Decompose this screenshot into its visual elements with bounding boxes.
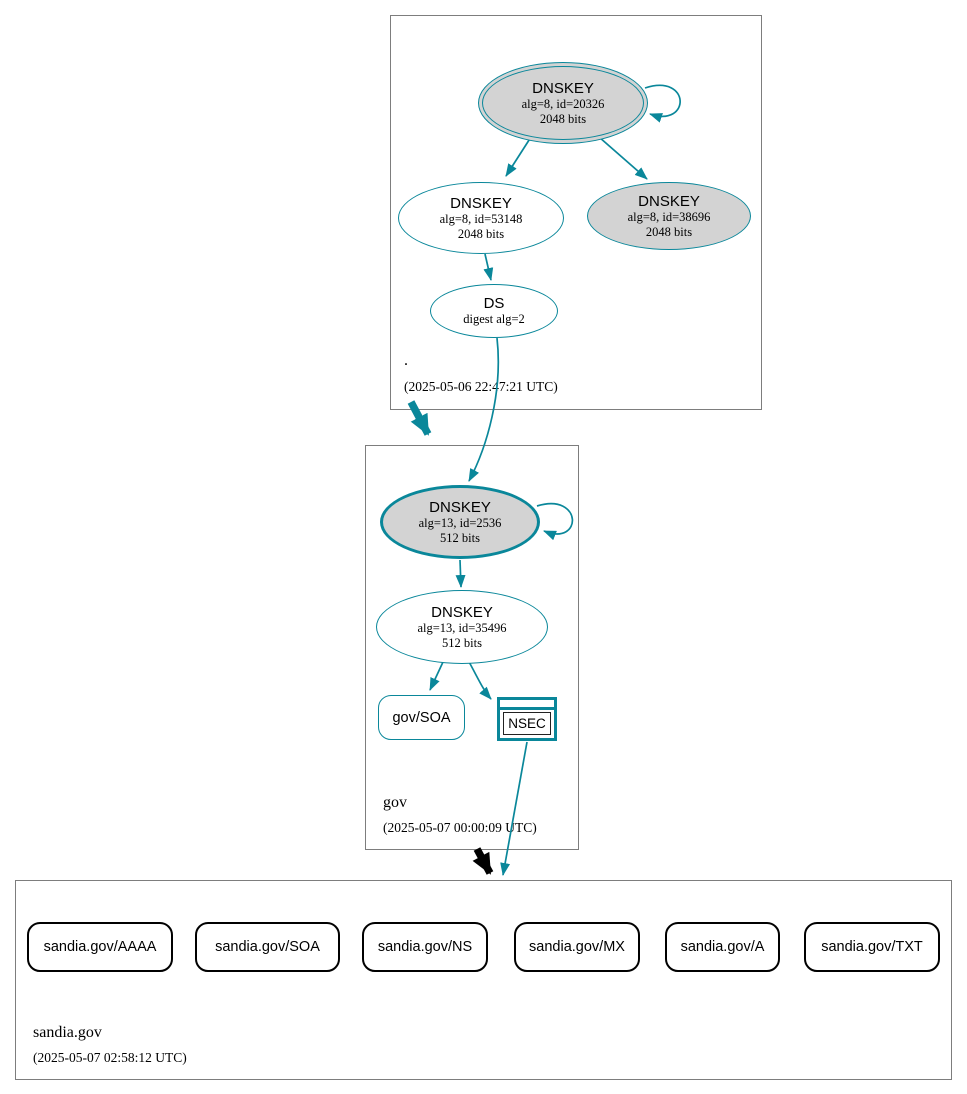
rrset-label: sandia.gov/SOA (215, 939, 320, 955)
rrset-node-sandia-a[interactable]: sandia.gov/A (665, 922, 780, 972)
edge-gov-zsk-to-soa (429, 661, 444, 691)
rrset-label: sandia.gov/TXT (821, 939, 923, 955)
node-title: DNSKEY (431, 603, 493, 621)
dnskey-node-gov-zsk-35496[interactable]: DNSKEY alg=13, id=35496 512 bits (376, 590, 548, 664)
rrset-node-sandia-aaaa[interactable]: sandia.gov/AAAA (27, 922, 173, 972)
edge-root-ksk-to-zsk (505, 136, 532, 177)
node-detail: digest alg=2 (463, 312, 525, 327)
node-title: DNSKEY (638, 192, 700, 210)
rrset-label: gov/SOA (392, 709, 451, 726)
zone-box-sandia (15, 880, 952, 1080)
node-alg: alg=8, id=20326 (521, 96, 605, 111)
node-title: DS (483, 295, 505, 312)
edge-nsec-to-sandia (500, 741, 528, 876)
node-alg: alg=13, id=2536 (418, 515, 502, 530)
node-bits: 2048 bits (539, 111, 587, 126)
edge-root-ksk-to-standby (598, 136, 648, 180)
rrset-label: sandia.gov/AAAA (43, 939, 157, 955)
node-bits: 2048 bits (457, 226, 505, 241)
rrset-label: sandia.gov/NS (377, 939, 473, 955)
zone-box-gov (365, 445, 579, 850)
ds-node-gov[interactable]: DS digest alg=2 (430, 284, 558, 338)
zone-timestamp-root: (2025-05-06 22:47:21 UTC) (404, 379, 558, 394)
node-bits: 512 bits (440, 530, 480, 545)
node-alg: alg=8, id=53148 (439, 211, 523, 226)
edge-ds-to-gov-ksk (468, 337, 500, 482)
nsec-node-gov[interactable]: NSEC (497, 697, 557, 741)
zone-timestamp-gov: (2025-05-07 00:00:09 UTC) (383, 820, 537, 835)
edge-delegation-gov-to-sandia (472, 847, 494, 875)
zone-timestamp-sandia: (2025-05-07 02:58:12 UTC) (33, 1050, 187, 1065)
zone-label-sandia: sandia.gov (33, 1024, 102, 1041)
node-title: DNSKEY (450, 194, 512, 212)
nsec-label: NSEC (503, 712, 551, 735)
zone-label-root: . (404, 352, 408, 369)
node-bits: 512 bits (442, 635, 482, 650)
rrset-label: sandia.gov/MX (529, 939, 625, 955)
rrset-label: sandia.gov/A (680, 939, 765, 955)
edge-gov-ksk-self-sign (536, 503, 574, 541)
dnskey-node-root-zsk-53148[interactable]: DNSKEY alg=8, id=53148 2048 bits (398, 182, 564, 254)
edge-root-ksk-self-sign (644, 84, 681, 123)
node-alg: alg=13, id=35496 (417, 620, 507, 635)
node-title: DNSKEY (532, 79, 594, 97)
node-bits: 2048 bits (645, 224, 693, 239)
rrset-node-gov-soa[interactable]: gov/SOA (378, 695, 465, 740)
rrset-node-sandia-mx[interactable]: sandia.gov/MX (514, 922, 640, 972)
edge-gov-zsk-to-nsec (467, 659, 492, 700)
dnskey-node-root-ksk-20326[interactable]: DNSKEY alg=8, id=20326 2048 bits (478, 62, 648, 144)
edge-gov-ksk-to-zsk (455, 559, 466, 588)
dnskey-node-root-standby-38696[interactable]: DNSKEY alg=8, id=38696 2048 bits (587, 182, 751, 250)
rrset-node-sandia-soa[interactable]: sandia.gov/SOA (195, 922, 340, 972)
dnskey-node-gov-ksk-2536[interactable]: DNSKEY alg=13, id=2536 512 bits (380, 485, 540, 559)
node-title: DNSKEY (429, 498, 491, 516)
rrset-node-sandia-txt[interactable]: sandia.gov/TXT (804, 922, 940, 972)
nsec-strip (500, 700, 554, 710)
edge-root-zsk-to-ds (483, 253, 494, 281)
zone-box-root (390, 15, 762, 410)
zone-label-gov: gov (383, 794, 407, 811)
node-alg: alg=8, id=38696 (627, 209, 711, 224)
rrset-node-sandia-ns[interactable]: sandia.gov/NS (362, 922, 488, 972)
edge-delegation-root-to-gov (407, 400, 432, 436)
